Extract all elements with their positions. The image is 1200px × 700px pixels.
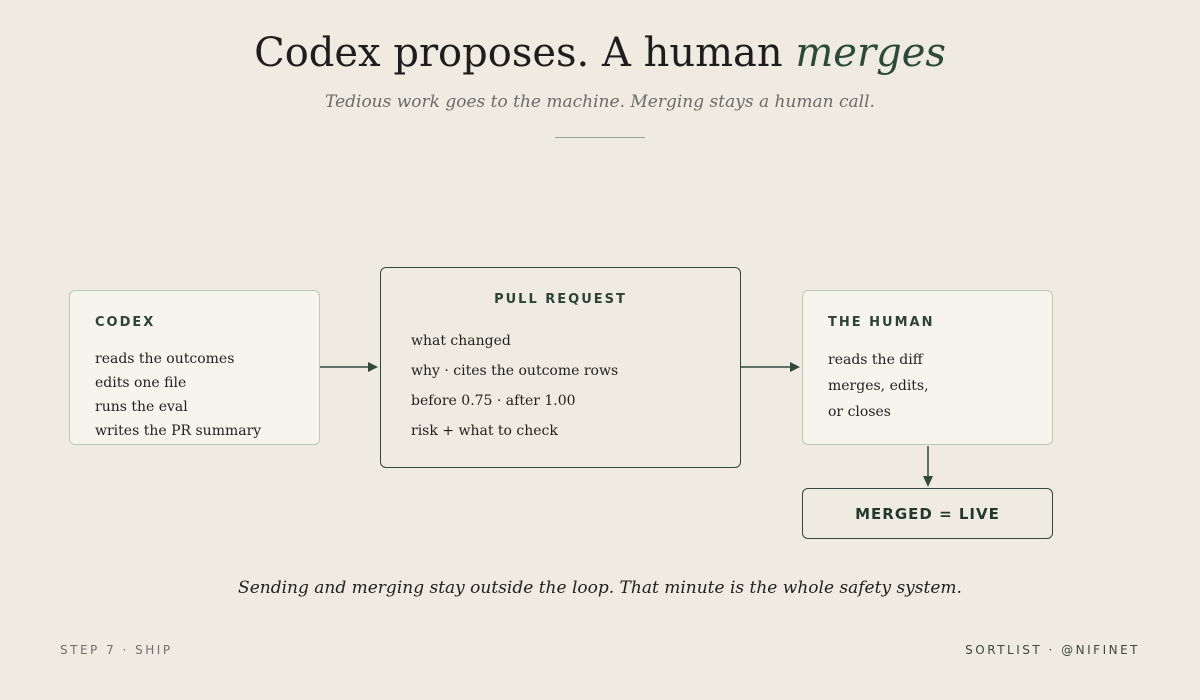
merged-label: MERGED = LIVE [855, 504, 1000, 523]
pull-request-line: risk + what to check [411, 423, 558, 439]
codex-heading: CODEX [95, 315, 156, 330]
human-heading: THE HUMAN [828, 315, 935, 330]
pull-request-lines: what changed why · cites the outcome row… [411, 330, 618, 450]
page-subtitle: Tedious work goes to the machine. Mergin… [325, 92, 875, 112]
merged-node: MERGED = LIVE [802, 488, 1053, 539]
human-line: or closes [828, 404, 891, 420]
codex-lines: reads the outcomes edits one file runs t… [95, 347, 261, 443]
human-lines: reads the diff merges, edits, or closes [828, 347, 929, 425]
pull-request-node: PULL REQUEST what changed why · cites th… [380, 267, 741, 468]
pull-request-line: before 0.75 · after 1.00 [411, 393, 576, 409]
codex-node: CODEX reads the outcomes edits one file … [69, 290, 320, 445]
title-divider [555, 137, 645, 138]
human-node: THE HUMAN reads the diff merges, edits, … [802, 290, 1053, 445]
arrow-pr-to-human [741, 362, 800, 372]
title-main: Codex proposes. A human [254, 30, 796, 76]
pull-request-heading: PULL REQUEST [494, 292, 627, 307]
title-accent: merges [795, 30, 946, 76]
step-label: STEP 7 · SHIP [60, 643, 173, 657]
credit-label: SORTLIST · @NIFINET [965, 643, 1140, 657]
human-line: merges, edits, [828, 378, 929, 394]
codex-line: runs the eval [95, 399, 188, 415]
pull-request-line: why · cites the outcome rows [411, 363, 619, 379]
human-line: reads the diff [828, 352, 923, 368]
codex-line: edits one file [95, 375, 187, 391]
arrow-codex-to-pr [320, 362, 378, 372]
pull-request-line: what changed [411, 333, 511, 349]
codex-line: reads the outcomes [95, 351, 235, 367]
codex-line: writes the PR summary [95, 423, 262, 439]
arrow-human-to-merged [923, 446, 933, 487]
page-title: Codex proposes. A human merges [0, 30, 1200, 76]
footer-note: Sending and merging stay outside the loo… [238, 578, 962, 598]
